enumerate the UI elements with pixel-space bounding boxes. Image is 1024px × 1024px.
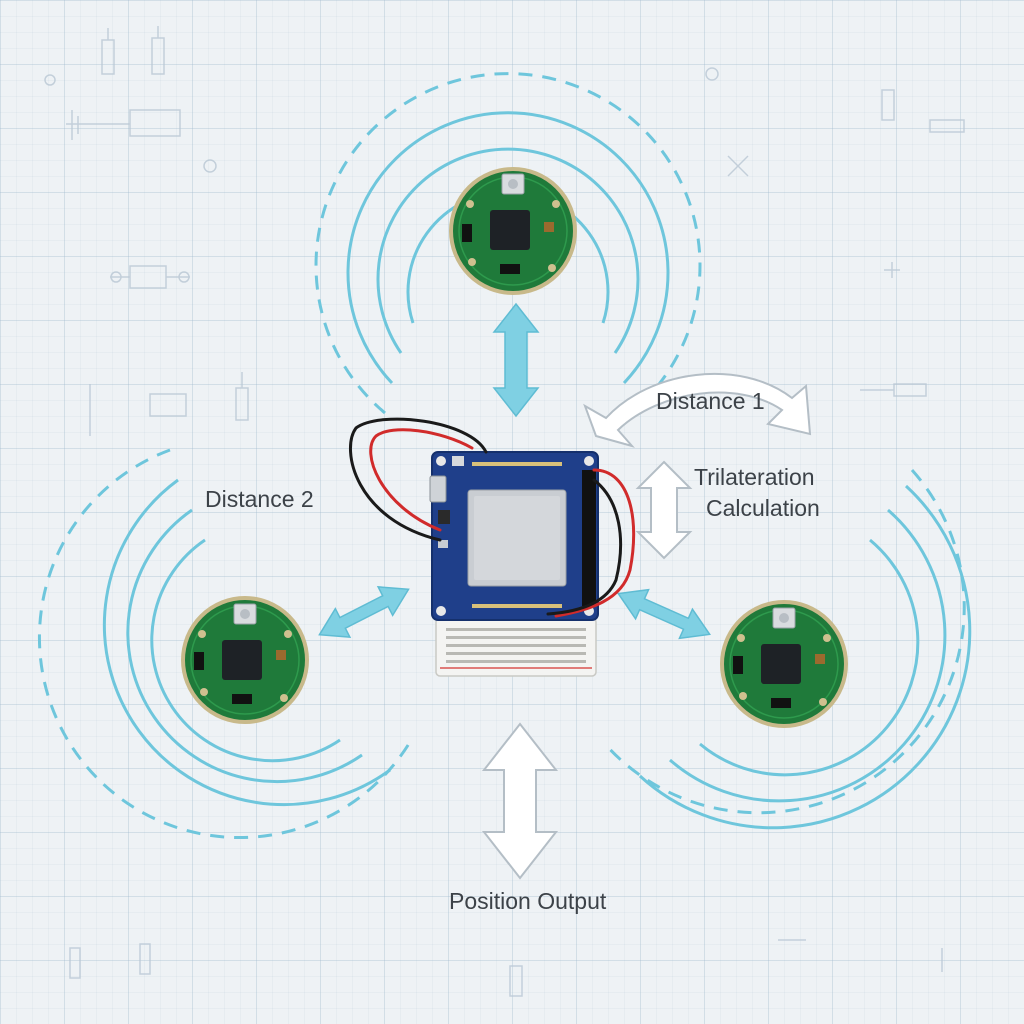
position-output-label: Position Output [449,888,607,914]
arrow-distance-1-curved [583,372,812,448]
jumper-wires [348,417,636,618]
arrow-calculation-vertical [635,460,693,560]
trilateration-label-line2: Calculation [706,495,820,521]
distance-1-label: Distance 1 [656,388,765,414]
sensor-board-top [449,167,577,295]
sensor-board-right [720,600,848,728]
arrow-right-to-board [617,588,711,640]
distance-2-label: Distance 2 [205,486,314,512]
breadboard-holes [446,628,586,663]
main-controller-board [429,451,599,621]
trilateration-label-line1: Trilateration [694,464,815,490]
arrow-position-output [481,722,559,880]
signal-rings-left [37,448,412,839]
breadboard [435,617,597,677]
background-schematic-doodles [44,26,965,997]
signal-rings-right [603,469,972,830]
arrow-top-to-board [492,302,540,418]
arrow-left-to-board [318,585,410,639]
sensor-board-left [181,596,309,724]
